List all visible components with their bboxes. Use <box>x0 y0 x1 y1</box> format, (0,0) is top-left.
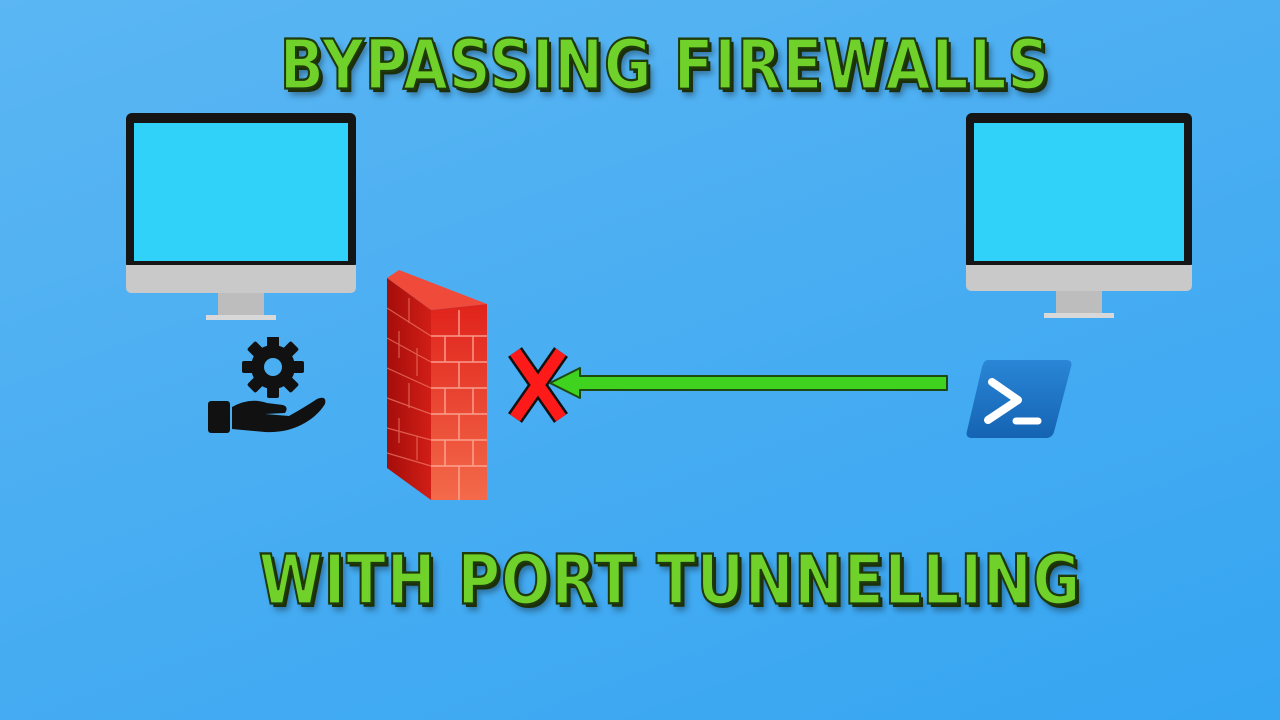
hand-gear-icon <box>205 337 330 437</box>
brick-firewall-icon <box>385 268 491 504</box>
powershell-icon <box>966 358 1074 440</box>
arrow-left-icon <box>548 364 952 404</box>
left-monitor-icon <box>126 113 356 323</box>
x-mark-icon <box>505 346 571 424</box>
title-bottom: WITH PORT TUNNELLING <box>258 539 1082 622</box>
title-top: BYPASSING FIREWALLS <box>279 24 1051 107</box>
right-monitor-icon <box>966 113 1192 323</box>
